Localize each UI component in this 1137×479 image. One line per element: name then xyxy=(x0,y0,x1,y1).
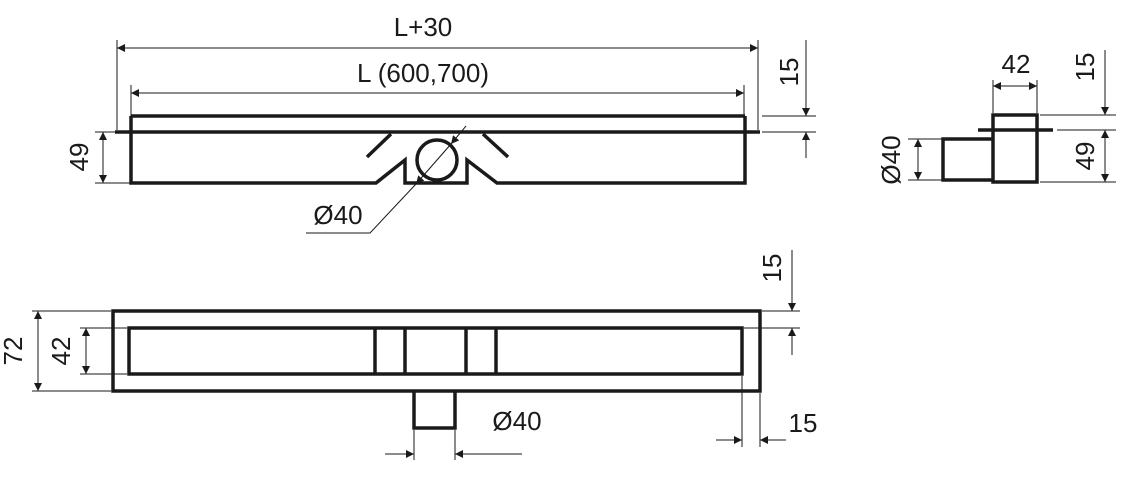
side-view: 42 15 49 Ø40 xyxy=(876,49,1116,185)
diameter-leader xyxy=(306,183,417,234)
outlet-pipe xyxy=(941,137,993,182)
inner-channel xyxy=(127,326,744,376)
slope-line xyxy=(365,132,393,159)
channel-body xyxy=(129,116,747,185)
height-label: 49 xyxy=(1070,142,1100,171)
outer-frame xyxy=(111,309,762,393)
outlet-diameter-label: Ø40 xyxy=(492,406,541,436)
channel-section xyxy=(991,113,1039,184)
top-offset-label: 15 xyxy=(757,254,787,283)
outlet-circle xyxy=(415,138,459,182)
outer-width-label: 72 xyxy=(0,337,28,366)
length-label: L (600,700) xyxy=(357,58,489,88)
flange-offset-label: 15 xyxy=(774,58,804,87)
diameter-leader xyxy=(415,143,452,185)
inner-width-label: 42 xyxy=(46,337,76,366)
slope-line xyxy=(481,132,510,159)
width-label: 42 xyxy=(1002,49,1031,79)
outlet-diameter-label: Ø40 xyxy=(876,135,906,184)
overall-length-label: L+30 xyxy=(394,12,453,42)
outlet-diameter-label: Ø40 xyxy=(313,200,362,230)
side-offset-label: 15 xyxy=(789,408,818,438)
diameter-leader xyxy=(450,125,467,145)
top-view: 72 42 15 15 Ø40 xyxy=(0,250,817,460)
outlet-pipe xyxy=(412,391,457,430)
height-label: 49 xyxy=(64,143,94,172)
front-view: L+30 L (600,700) Ø40 49 15 xyxy=(64,12,816,234)
flange-offset-label: 15 xyxy=(1070,53,1100,82)
